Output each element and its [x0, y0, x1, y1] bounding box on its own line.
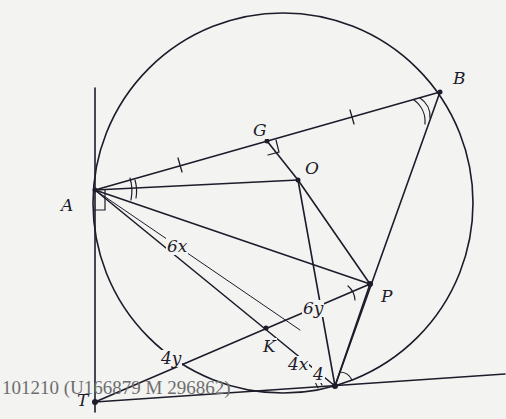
- watermark: 101210 (U166879 M 296862): [2, 378, 231, 397]
- segment-label: 4y: [160, 350, 182, 367]
- point-label: A: [60, 197, 74, 214]
- point-label: G: [252, 122, 268, 139]
- chord: [95, 190, 335, 386]
- segment: [335, 284, 370, 386]
- segment-label: 6y: [302, 300, 324, 317]
- segment-label: 4: [312, 366, 325, 383]
- point: [296, 178, 301, 183]
- point: [438, 90, 443, 95]
- angle-arc: [130, 178, 132, 200]
- right-angle-mark: [268, 140, 279, 155]
- point-label: B: [452, 70, 467, 87]
- chord: [335, 92, 440, 386]
- tangent-line: [94, 88, 96, 412]
- chord: [95, 92, 440, 190]
- circle: [93, 13, 473, 393]
- segment-label: 4x: [287, 356, 309, 373]
- point: [367, 281, 373, 287]
- point: [92, 399, 98, 405]
- perpendicular: [267, 141, 298, 180]
- point-label: O: [304, 160, 320, 177]
- segment: [95, 180, 298, 190]
- angle-arc: [135, 180, 137, 198]
- angle-arc: [348, 286, 355, 300]
- point-label: K: [262, 338, 277, 355]
- right-angle-mark: [95, 190, 105, 210]
- angle-arc: [414, 100, 425, 124]
- point: [264, 326, 269, 331]
- segment: [298, 180, 370, 284]
- segment-label: 6x: [166, 238, 188, 255]
- segment: [95, 190, 370, 284]
- point: [93, 188, 98, 193]
- point-label: P: [380, 288, 393, 305]
- tick-mark: [350, 110, 354, 124]
- tick-mark: [178, 158, 182, 172]
- segment: [95, 190, 300, 330]
- angle-arc: [340, 372, 352, 380]
- point: [332, 383, 338, 389]
- point: [265, 139, 270, 144]
